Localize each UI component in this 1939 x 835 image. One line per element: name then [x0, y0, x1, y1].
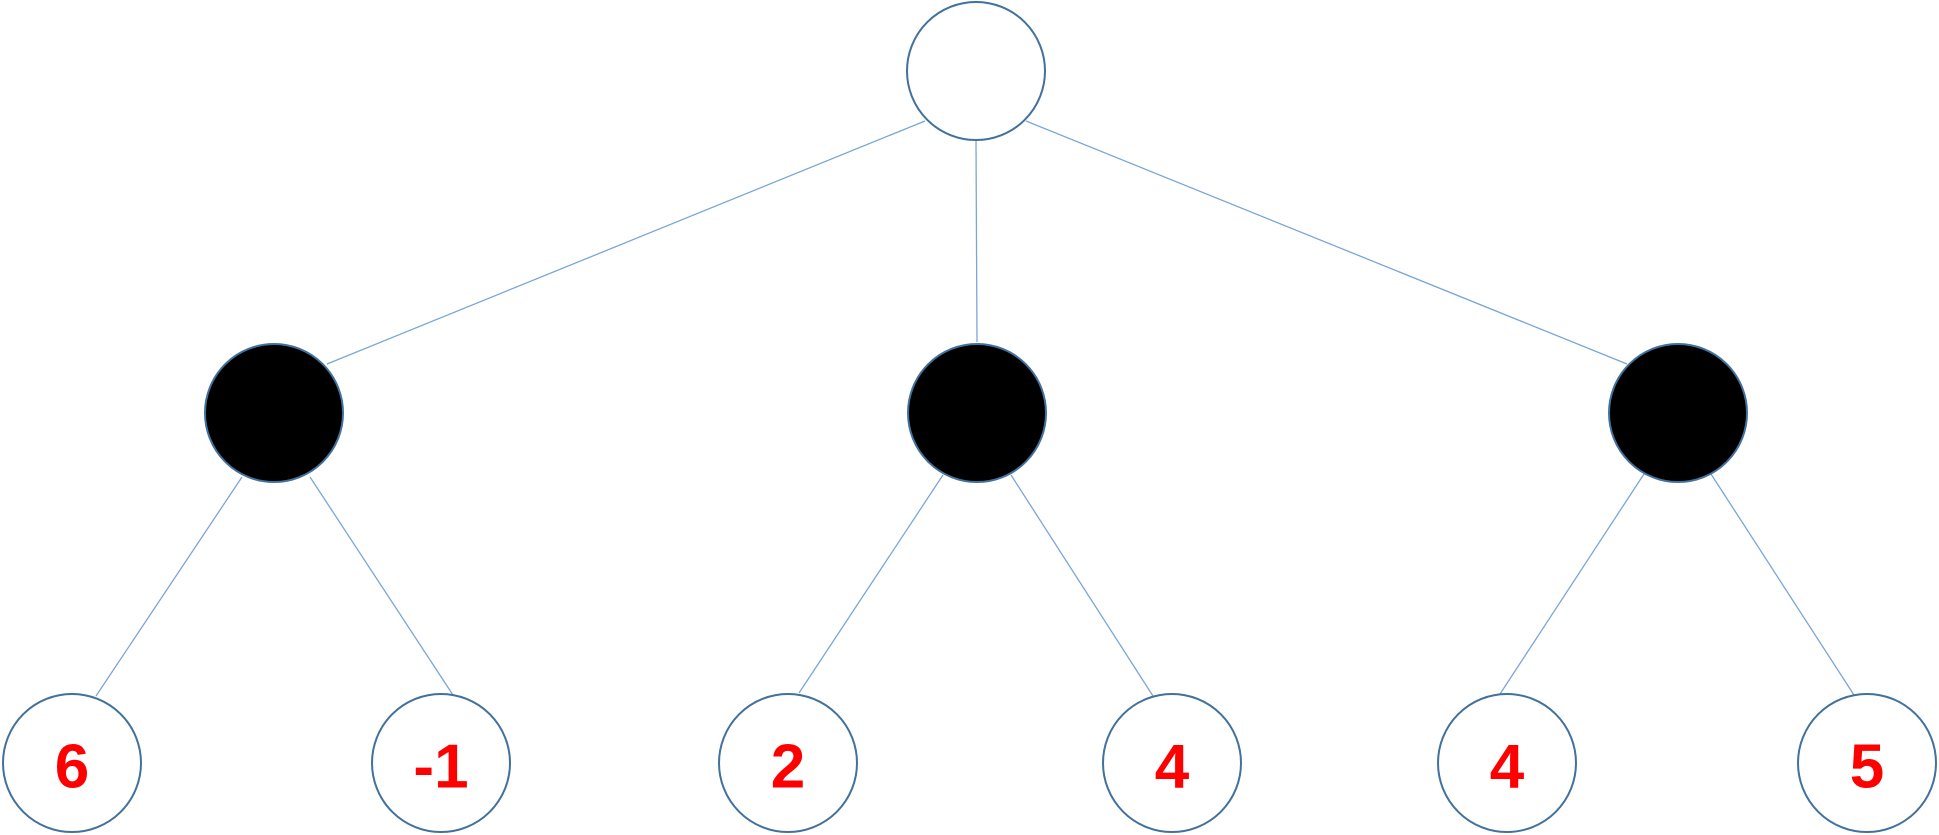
leaf-value: 5	[1850, 733, 1884, 802]
leaf-circle	[2, 693, 142, 833]
leaf-circle	[1797, 693, 1937, 833]
leaf-circle	[1102, 693, 1242, 833]
edge-left-to-leaf-1	[95, 476, 243, 697]
edge-root-to-left	[326, 120, 926, 365]
leaf-circle	[718, 693, 858, 833]
leaf-node-6: 5	[1797, 693, 1937, 833]
leaf-node-1: 6	[2, 693, 142, 833]
leaf-node-5: 4	[1437, 693, 1577, 833]
leaf-circle	[371, 693, 511, 833]
edge-middle-to-leaf-4	[1010, 474, 1154, 697]
leaf-circle	[1437, 693, 1577, 833]
edge-root-to-middle	[975, 140, 978, 343]
leaf-value: -1	[413, 733, 468, 802]
leaf-node-4: 4	[1102, 693, 1242, 833]
leaf-node-2: -1	[371, 693, 511, 833]
edge-right-to-leaf-5	[1499, 473, 1645, 695]
min-node-left	[204, 343, 344, 483]
root-node	[906, 1, 1046, 141]
edge-root-to-right	[1025, 120, 1628, 365]
edge-left-to-leaf-2	[309, 476, 454, 696]
min-node-middle	[907, 343, 1047, 483]
edge-right-to-leaf-6	[1710, 473, 1855, 696]
leaf-value: 2	[771, 733, 805, 802]
edge-middle-to-leaf-3	[798, 474, 944, 694]
leaf-value: 4	[1155, 733, 1190, 802]
min-node-right	[1608, 343, 1748, 483]
leaf-value: 6	[55, 733, 89, 802]
leaf-node-3: 2	[718, 693, 858, 833]
leaf-value: 4	[1490, 733, 1525, 802]
